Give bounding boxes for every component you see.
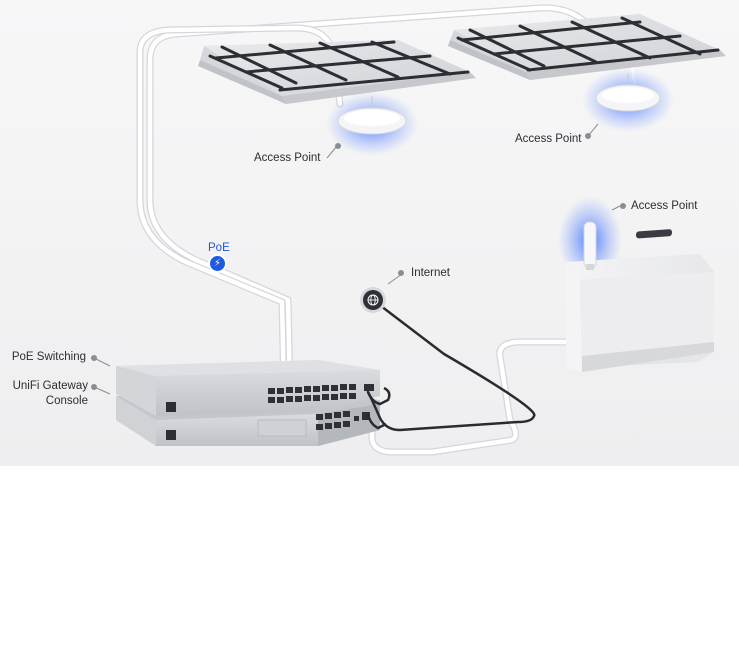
poe-cables: [136, 4, 636, 456]
lightning-bolt-icon: ⚡: [210, 256, 225, 271]
gateway-label-line2: Console: [45, 395, 88, 407]
access-point-label-3: Access Point: [631, 200, 698, 212]
label-dot: [585, 133, 591, 139]
ceiling-panel-2: [448, 14, 726, 80]
globe-icon: [363, 290, 383, 310]
label-dot: [398, 270, 404, 276]
cabinet: [566, 229, 714, 372]
internet-cable: [366, 298, 536, 432]
diagram-scene: Access Point Access Point Access Point I…: [0, 0, 739, 466]
poe-switching-label: PoE Switching: [11, 351, 86, 363]
device-stack: [116, 360, 380, 446]
label-dot: [91, 384, 97, 390]
label-dot: [620, 203, 626, 209]
label-dot: [91, 355, 97, 361]
label-dot: [335, 143, 341, 149]
access-point-label-2: Access Point: [515, 133, 582, 145]
gateway-label-line1: UniFi Gateway: [12, 380, 88, 392]
diagram-artwork: [93, 4, 726, 456]
poe-label: PoE: [208, 242, 230, 254]
access-point-label-1: Access Point: [254, 152, 321, 164]
ceiling-panel-1: [198, 40, 476, 104]
access-point-3: [583, 221, 597, 269]
internet-label: Internet: [411, 267, 450, 279]
